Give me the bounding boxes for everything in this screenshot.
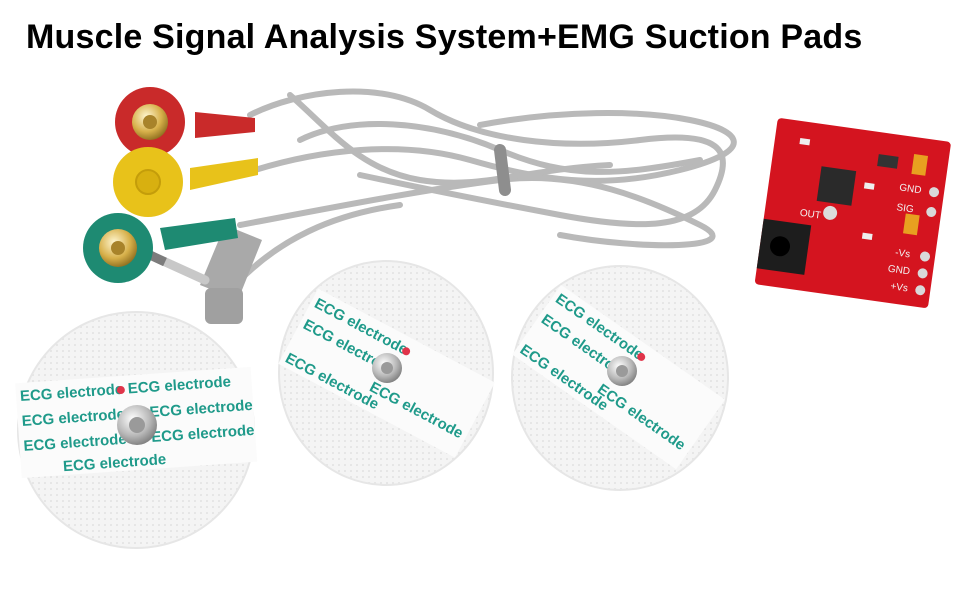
- pcb-label-plus-vs: +Vs: [890, 281, 909, 294]
- heart-icon: [402, 347, 411, 356]
- emg-cable: [237, 88, 737, 283]
- pcb-label-out: OUT: [799, 208, 821, 222]
- snap-lead-yellow: [113, 147, 258, 217]
- chip: [816, 166, 857, 206]
- emg-sensor-board: GND SIG OUT -Vs GND +Vs: [755, 118, 951, 308]
- pcb-label-gnd-top: GND: [899, 182, 923, 196]
- page-title: Muscle Signal Analysis System+EMG Suctio…: [26, 18, 863, 56]
- electrode-pad-1: ECG electrode ECG electrode ECG electrod…: [15, 311, 258, 549]
- electrode-pad-2: ECG electrode ECG electrode ECG electrod…: [278, 260, 495, 486]
- snap-lead-red: [115, 87, 255, 157]
- heart-icon: [637, 352, 646, 361]
- electrode-pad-3: ECG electrode ECG electrode ECG electrod…: [511, 265, 729, 491]
- audio-jack-plug: [145, 225, 262, 324]
- pcb-label-sig: SIG: [896, 202, 915, 215]
- pcb-label-minus-vs: -Vs: [894, 247, 910, 260]
- heart-icon: [116, 385, 125, 394]
- pcb-label-gnd: GND: [887, 264, 911, 278]
- snap-lead-green: [83, 213, 238, 283]
- cable-tie: [494, 144, 511, 196]
